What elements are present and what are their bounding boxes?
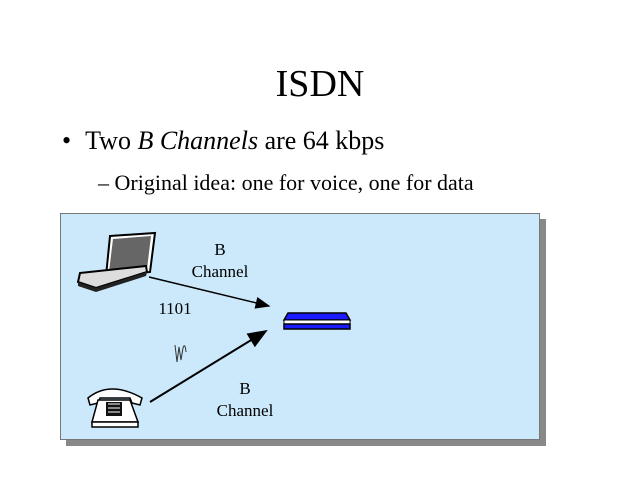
bullet-b-channels: • Two B Channels are 64 kbps	[62, 126, 384, 156]
bullet-dot: •	[62, 126, 72, 155]
top-channel-line1: B	[214, 240, 226, 259]
analog-wave-icon	[174, 344, 187, 363]
phone-icon	[87, 388, 143, 428]
bottom-channel-label: B Channel	[205, 378, 285, 422]
sub-bullet-original-idea: – Original idea: one for voice, one for …	[98, 170, 474, 195]
data-channel-arrow	[148, 276, 271, 309]
top-channel-line2: Channel	[191, 262, 249, 281]
bottom-channel-line2: Channel	[216, 401, 274, 420]
voice-channel-arrow	[149, 329, 268, 403]
laptop-icon	[76, 231, 157, 292]
bullet-text-prefix: Two	[85, 126, 138, 155]
bullet-text-emphasis: B Channels	[137, 126, 259, 155]
isdn-device-icon	[282, 312, 352, 330]
top-channel-label: B Channel	[180, 239, 260, 283]
bottom-channel-line1: B	[239, 379, 251, 398]
data-bits-label: 1101	[158, 299, 192, 318]
bullet-text-suffix: are 64 kbps	[258, 126, 385, 155]
slide-title: ISDN	[275, 63, 365, 105]
